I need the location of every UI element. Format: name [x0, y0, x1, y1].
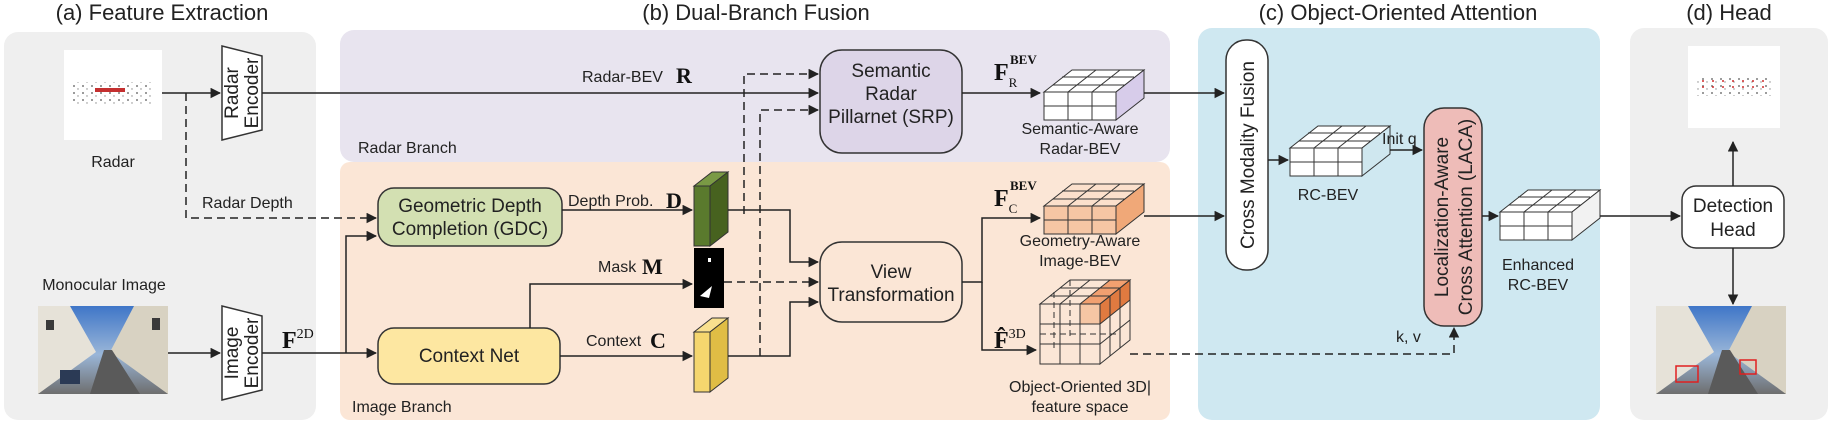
context-to-view-arrow [728, 296, 820, 357]
cross-modality-fusion-module: Cross Modality Fusion [1225, 39, 1269, 271]
svg-text:Completion (GDC): Completion (GDC) [392, 219, 548, 240]
view-to-3d-space-arrow [981, 282, 1038, 356]
object-3d-feature-cube [1038, 278, 1132, 366]
section-title-attention: (c) Object-Oriented Attention [1259, 0, 1538, 25]
semantic-radar-bev-label-1: Semantic-Aware [1021, 121, 1138, 138]
rc-bev-label: RC-BEV [1298, 187, 1359, 204]
fr-bev-superscript: BEV [1010, 52, 1037, 67]
depth-prob-label: Depth Prob. [568, 193, 653, 210]
kv-dashed-arrow [1130, 326, 1460, 355]
mask-symbol: M [642, 254, 663, 279]
radar-input-label: Radar [91, 154, 135, 171]
bev-detection-output-image [1688, 46, 1780, 128]
view-transformation-module: View Transformation [819, 241, 963, 323]
svg-text:Localization-Aware: Localization-Aware [1432, 137, 1453, 297]
monocular-camera-image [38, 306, 168, 394]
fc-bev-superscript: BEV [1010, 178, 1037, 193]
depth-symbol: D [666, 188, 682, 213]
svg-text:Radar: Radar [222, 66, 243, 118]
svg-text:Geometric Depth: Geometric Depth [398, 196, 542, 217]
enhanced-rc-bev-cube [1498, 188, 1602, 242]
context-to-mask-arrow [529, 278, 694, 328]
gdc-module: Geometric Depth Completion (GDC) [377, 187, 563, 247]
context-label: Context [586, 333, 642, 350]
detection-head-module: Detection Head [1681, 185, 1785, 249]
enhanced-rc-bev-label-2: RC-BEV [1508, 277, 1569, 294]
depth-to-srp-dashed-arrow [743, 68, 820, 214]
depth-prob-block [692, 170, 730, 248]
semantic-radar-bev-cube [1042, 68, 1146, 122]
svg-text:Semantic: Semantic [851, 61, 930, 82]
enhanced-rc-bev-label-1: Enhanced [1502, 257, 1574, 274]
init-q-label: Init q [1382, 131, 1417, 148]
svg-text:Encoder: Encoder [242, 317, 263, 388]
svg-text:Cross Attention (LACA): Cross Attention (LACA) [1456, 119, 1477, 315]
svg-text:Cross Modality Fusion: Cross Modality Fusion [1238, 61, 1259, 249]
mask-block [694, 248, 724, 308]
radar-bev-label: Radar-BEV [582, 69, 663, 86]
svg-text:View: View [871, 262, 912, 283]
detection-output-camera-image [1656, 306, 1786, 394]
geometry-image-bev-label-2: Image-BEV [1039, 253, 1121, 270]
radar-pointcloud-image [64, 50, 162, 140]
section-title-feature-extraction: (a) Feature Extraction [56, 0, 269, 25]
monocular-image-label: Monocular Image [42, 277, 166, 294]
svg-text:Radar: Radar [865, 84, 917, 105]
svg-text:Detection: Detection [1693, 196, 1773, 217]
f3d-symbol: F̂3D [994, 327, 1026, 354]
section-title-dual-branch: (b) Dual-Branch Fusion [642, 0, 869, 25]
radar-branch-label: Radar Branch [358, 140, 457, 157]
image-encoder: Image Encoder [221, 305, 263, 401]
section-title-head: (d) Head [1686, 0, 1772, 25]
radar-depth-label: Radar Depth [202, 195, 293, 212]
svg-text:Pillarnet (SRP): Pillarnet (SRP) [828, 107, 954, 128]
context-net-module: Context Net [377, 327, 561, 385]
svg-text:Image: Image [222, 327, 243, 380]
radar-bev-symbol: R [676, 63, 693, 88]
kv-label: k, v [1396, 329, 1421, 346]
object-3d-label-2: feature space [1032, 399, 1129, 416]
f2d-to-gdc-arrow [345, 230, 378, 353]
srp-module: Semantic Radar Pillarnet (SRP) [819, 49, 963, 154]
radar-depth-dashed-arrow [185, 93, 378, 224]
context-block [692, 316, 730, 394]
context-symbol: C [650, 328, 666, 353]
laca-module: Localization-Aware Cross Attention (LACA… [1423, 107, 1483, 327]
attention-panel [1198, 28, 1600, 420]
geometry-image-bev-label-1: Geometry-Aware [1020, 233, 1141, 250]
object-3d-label-1: Object-Oriented 3D| [1009, 379, 1151, 396]
svg-text:Transformation: Transformation [827, 285, 954, 306]
semantic-radar-bev-label-2: Radar-BEV [1040, 141, 1121, 158]
depth-to-view-arrow [728, 209, 820, 268]
rc-bev-cube [1288, 124, 1392, 178]
context-to-srp-dashed-arrow [759, 104, 820, 356]
fr-bev-symbol: FR [994, 60, 1018, 90]
f2d-symbol: F2D [282, 327, 314, 354]
image-branch-label: Image Branch [352, 399, 452, 416]
svg-text:Head: Head [1710, 220, 1755, 241]
mask-label: Mask [598, 259, 637, 276]
fc-bev-symbol: FC [994, 186, 1017, 216]
view-to-image-bev-arrow [962, 212, 1042, 283]
svg-text:Encoder: Encoder [242, 57, 263, 128]
svg-text:Context Net: Context Net [419, 346, 520, 367]
geometry-image-bev-cube [1042, 182, 1146, 236]
radar-encoder: Radar Encoder [221, 45, 263, 141]
